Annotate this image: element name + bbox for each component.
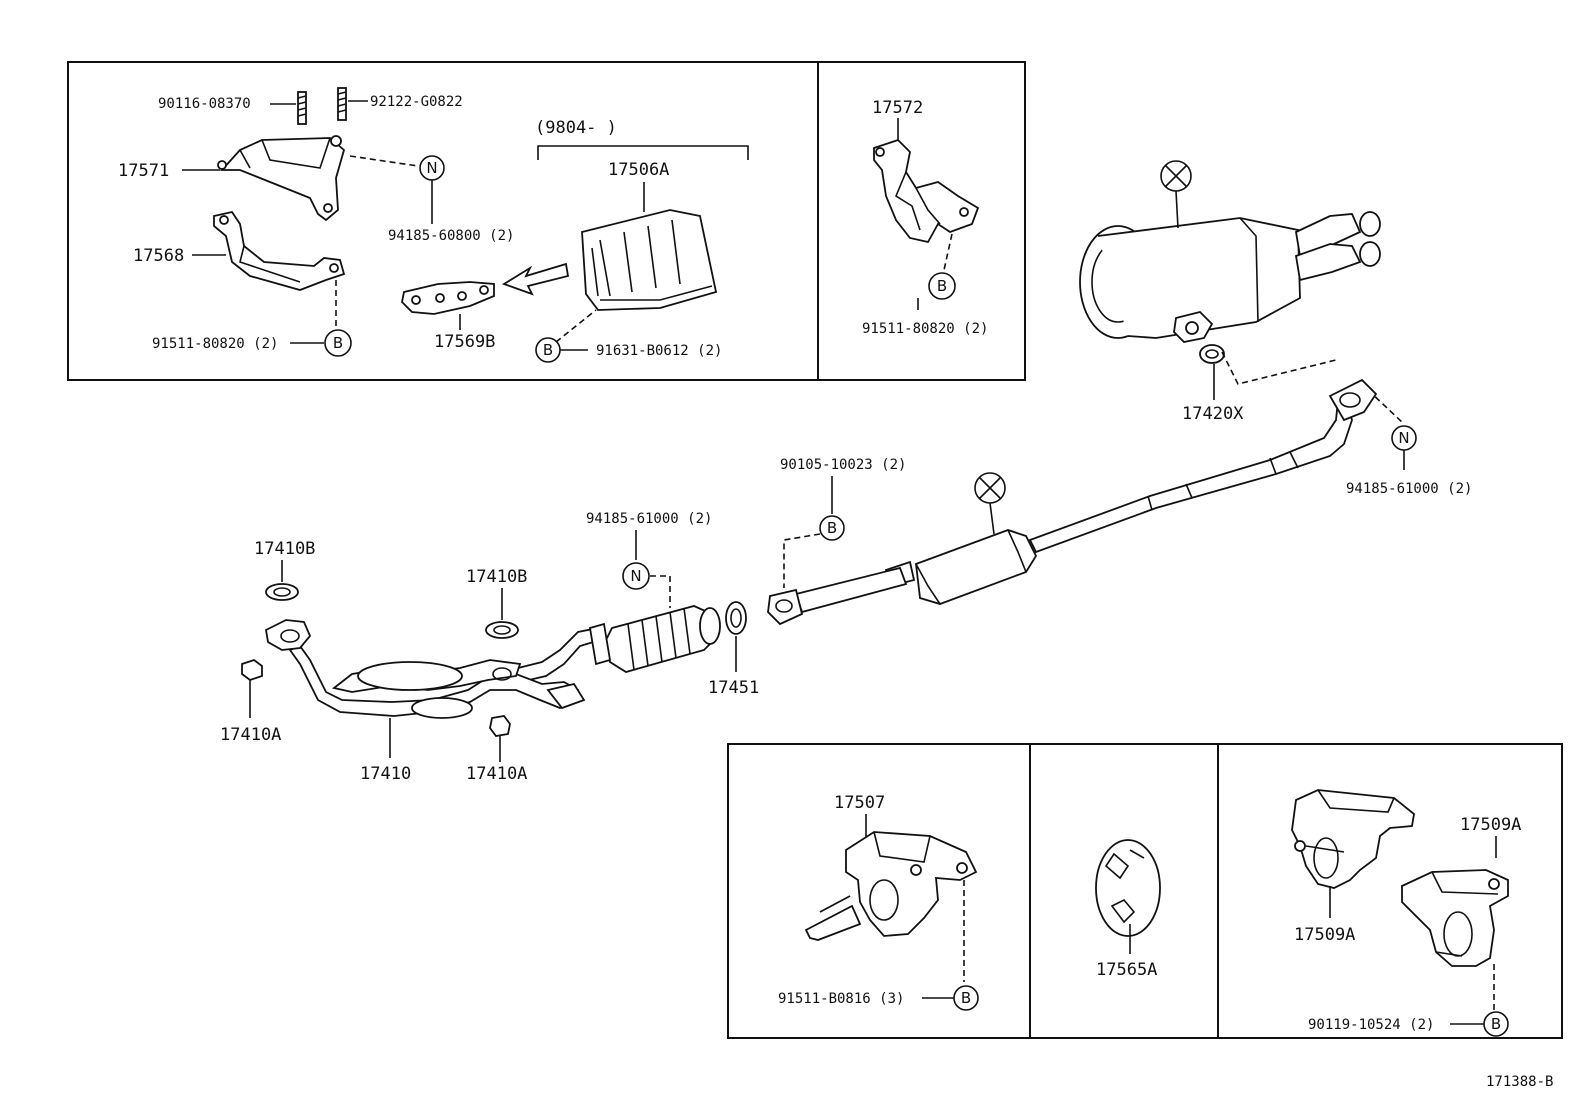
label-17569B: 17569B xyxy=(434,332,495,352)
label-17565A: 17565A xyxy=(1096,960,1157,980)
hanger-17509A-1-drawing xyxy=(1291,789,1415,889)
bolt-marker-B-1 xyxy=(324,329,352,357)
label-17571: 17571 xyxy=(118,161,169,181)
label-17509A-1: 17509A xyxy=(1294,925,1355,945)
nut-17410A-2-drawing xyxy=(489,715,511,737)
label-17451: 17451 xyxy=(708,678,759,698)
label-92122-G0822: 92122-G0822 xyxy=(370,94,463,110)
marker-B-1: B xyxy=(333,334,343,352)
gasket-17410B-1-drawing xyxy=(265,583,299,601)
bolt-90116 xyxy=(297,91,307,125)
marker-B-4: B xyxy=(827,519,837,537)
marker-B-5: B xyxy=(961,989,971,1007)
label-94185-61000-b: 94185-61000 (2) xyxy=(1346,481,1472,497)
bracket-17571-drawing xyxy=(217,135,346,222)
panel-bottom-frame xyxy=(727,743,1563,1039)
label-17420X: 17420X xyxy=(1182,404,1244,424)
bolt-marker-B-4 xyxy=(819,515,845,541)
marker-N-top: N xyxy=(426,159,437,177)
label-17410A-2: 17410A xyxy=(466,764,527,784)
date-code: (9804- ) xyxy=(535,118,617,138)
label-91511-80820-a: 91511-80820 (2) xyxy=(152,336,278,352)
marker-N-3: N xyxy=(630,567,641,585)
stud-92122 xyxy=(337,87,347,121)
gasket-17410B-2-drawing xyxy=(485,621,519,639)
front-pipe-catalyst-17410-drawing xyxy=(265,605,721,719)
label-90116-08370: 90116-08370 xyxy=(158,96,251,112)
marker-B-2: B xyxy=(543,341,553,359)
label-17507: 17507 xyxy=(834,793,885,813)
marker-N-2: N xyxy=(1398,429,1409,447)
weld-x-marker-1 xyxy=(1160,160,1192,192)
label-17506A: 17506A xyxy=(608,160,669,180)
label-94185-61000-c: 94185-61000 (2) xyxy=(586,511,712,527)
bracket-17568-drawing xyxy=(213,210,346,291)
insulator-17565A-drawing xyxy=(1095,839,1161,937)
label-17568: 17568 xyxy=(133,246,184,266)
label-91511-B0816: 91511-B0816 (3) xyxy=(778,991,904,1007)
panel-top-mid-frame xyxy=(818,61,1026,381)
label-17410B-2: 17410B xyxy=(466,567,527,587)
direction-arrow xyxy=(501,262,570,296)
document-reference: 171388-B xyxy=(1486,1074,1553,1090)
label-90119-10524: 90119-10524 (2) xyxy=(1308,1017,1434,1033)
bolt-marker-B-3 xyxy=(928,272,956,300)
hanger-17509A-2-drawing xyxy=(1401,869,1509,967)
label-94185-60800: 94185-60800 (2) xyxy=(388,228,514,244)
center-exhaust-pipe-drawing xyxy=(767,378,1378,626)
marker-B-6: B xyxy=(1491,1015,1501,1033)
gasket-17451-drawing xyxy=(725,601,747,635)
weld-x-marker-2 xyxy=(974,472,1006,504)
label-17410A-1: 17410A xyxy=(220,725,281,745)
gasket-17420X-drawing xyxy=(1199,344,1225,364)
label-91631-B0612: 91631-B0612 (2) xyxy=(596,343,722,359)
nut-17410A-1-drawing xyxy=(241,658,263,682)
heat-insulator-17506A-drawing xyxy=(581,209,718,311)
label-17509A-2: 17509A xyxy=(1460,815,1521,835)
marker-B-3: B xyxy=(937,277,947,295)
label-17410B-1: 17410B xyxy=(254,539,315,559)
nut-marker-N-3 xyxy=(622,562,650,590)
heat-insulator-17569B-drawing xyxy=(401,281,495,315)
hanger-17507-drawing xyxy=(804,831,978,941)
tail-pipe-muffler-drawing xyxy=(1079,211,1381,343)
bracket-17572-drawing xyxy=(873,138,980,244)
label-17572: 17572 xyxy=(872,98,923,118)
label-17410: 17410 xyxy=(360,764,411,784)
label-91511-80820-b: 91511-80820 (2) xyxy=(862,321,988,337)
label-90105-10023: 90105-10023 (2) xyxy=(780,457,906,473)
